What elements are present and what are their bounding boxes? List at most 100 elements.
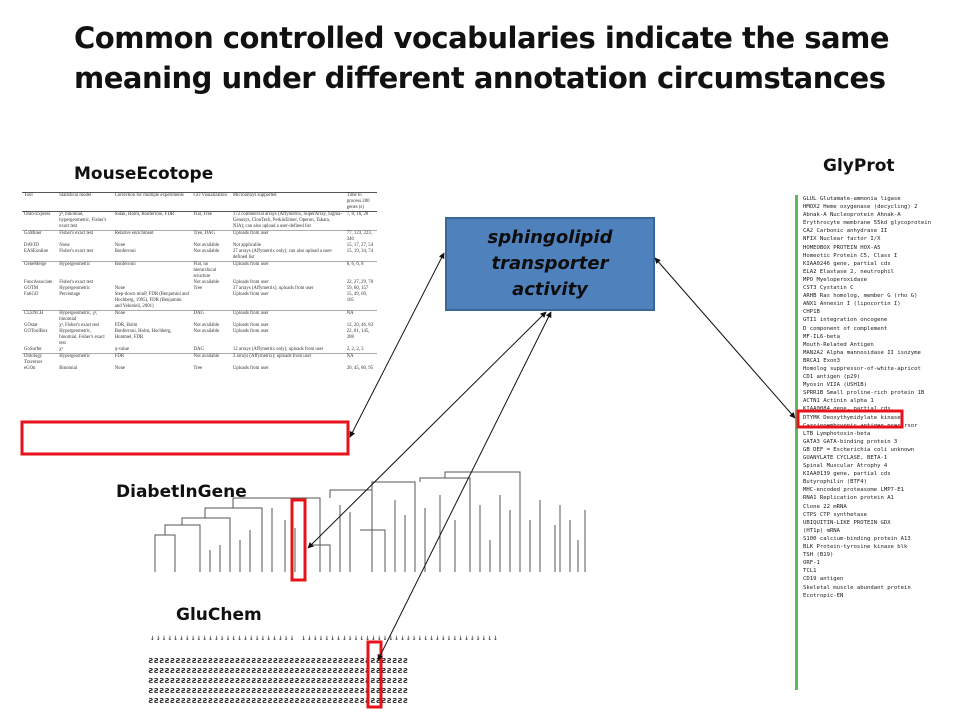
- svg-text:↓↓↓↓↓↓↓↓↓↓↓↓↓↓↓↓↓↓↓↓↓↓↓↓↓ ↓↓↓↓: ↓↓↓↓↓↓↓↓↓↓↓↓↓↓↓↓↓↓↓↓↓↓↓↓↓ ↓↓↓↓↓↓↓↓↓↓↓↓↓↓…: [150, 633, 499, 642]
- table-cell: Hypergeometric: [59, 286, 91, 291]
- list-item: CD1 antigen (p29): [803, 374, 861, 381]
- list-item: (HT1p) mRNA: [803, 527, 841, 534]
- table-header-cell: Microarrays supported: [230, 192, 345, 212]
- table-cell: Not available: [193, 280, 220, 285]
- table-cell: DAG: [193, 347, 204, 352]
- table-cell: 15, 17, 27, 54: [346, 243, 374, 248]
- table-cell: Tree, DAG: [191, 230, 231, 243]
- diabet-in-gene-label: DiabetInGene: [116, 482, 247, 502]
- table-cell: Not available: [193, 249, 220, 254]
- table-cell: Binomial: [59, 366, 78, 371]
- table-cell: Step-down minP, FDR (Benjamini and Hochb…: [114, 292, 189, 309]
- table-cell: GoMiner: [22, 230, 58, 243]
- table-cell: Fisher's exact test: [59, 280, 94, 285]
- table-cell: Not available: [193, 329, 220, 334]
- table-cell: Uploads from user: [230, 261, 345, 280]
- svg-text:ƨƨƨƨƨƨƨƨƨƨƨƨƨƨƨƨƨƨƨƨƨƨƨƨƨƨƨƨƨƨ: ƨƨƨƨƨƨƨƨƨƨƨƨƨƨƨƨƨƨƨƨƨƨƨƨƨƨƨƨƨƨƨƨƨƨƨƨƨƨƨƨ…: [148, 666, 408, 676]
- table-cell: GOTM: [24, 286, 39, 291]
- table-cell: EASEonline: [24, 249, 48, 254]
- table-cell: 27 arrays (Affymetrix only); can also up…: [232, 249, 333, 260]
- list-item: GUANYLATE CYCLASE, BETA-1: [803, 455, 888, 461]
- svg-text:ƨƨƨƨƨƨƨƨƨƨƨƨƨƨƨƨƨƨƨƨƨƨƨƨƨƨƨƨƨƨ: ƨƨƨƨƨƨƨƨƨƨƨƨƨƨƨƨƨƨƨƨƨƨƨƨƨƨƨƨƨƨƨƨƨƨƨƨƨƨƨƨ…: [148, 676, 408, 686]
- table-cell: DAG: [191, 310, 231, 323]
- list-item: Skeletal muscle abundant protein: [803, 584, 911, 591]
- table-cell: 6, 6, 6, 8: [344, 261, 377, 280]
- table-cell: GOToolBox: [24, 329, 48, 334]
- table-cell: Fisher's exact test: [59, 249, 94, 254]
- table-cell: GoSurfer: [24, 347, 42, 352]
- table-cell: FDR, Holm: [114, 323, 138, 328]
- list-item: Spinal Muscular Atrophy 4: [803, 463, 888, 470]
- table-row: FatiGO Percentage Step-down minP, FDR (Ben…: [22, 292, 377, 311]
- list-item: ELA2 Elastase 2, neutrophil: [803, 268, 894, 275]
- table-cell: Uploads from user: [230, 310, 345, 323]
- list-item: HOMEOBOX PROTEIN HOX-A5: [803, 244, 881, 251]
- gluchem-highlight-box: [366, 640, 383, 709]
- table-cell: 15, 19, 34, 74: [346, 249, 374, 254]
- table-cell: 22, 81, 145, 288: [346, 329, 370, 340]
- table-cell: 15, 49, 69, 105: [346, 292, 368, 303]
- gluchem-tree: ↓↓↓↓↓↓↓↓↓↓↓↓↓↓↓↓↓↓↓↓↓↓↓↓↓ ↓↓↓↓↓↓↓↓↓↓↓↓↓↓…: [148, 633, 499, 706]
- table-cell: FuncAssociate: [24, 280, 53, 285]
- table-cell: Flat, no hierarchical structure: [191, 261, 231, 280]
- list-item: DTYMK Deoxythymidylate kinase: [803, 414, 901, 421]
- list-item: MAN2A2 Alpha mannosidase II isozyme: [803, 349, 921, 356]
- list-item: GATA3 GATA-binding protein 3: [803, 438, 898, 445]
- table-cell: Bonferroni: [112, 261, 192, 280]
- table-cell: DAVID: [24, 243, 39, 248]
- list-item: Homolog suppressor-of-white-apricot: [803, 365, 921, 372]
- page-title: Common controlled vocabularies indicate …: [74, 21, 890, 95]
- table-header-cell: Correction for multiple experiments: [112, 192, 192, 212]
- svg-text:ƨƨƨƨƨƨƨƨƨƨƨƨƨƨƨƨƨƨƨƨƨƨƨƨƨƨƨƨƨƨ: ƨƨƨƨƨƨƨƨƨƨƨƨƨƨƨƨƨƨƨƨƨƨƨƨƨƨƨƨƨƨƨƨƨƨƨƨƨƨƨƨ…: [148, 686, 408, 696]
- svg-text:ƨƨƨƨƨƨƨƨƨƨƨƨƨƨƨƨƨƨƨƨƨƨƨƨƨƨƨƨƨƨ: ƨƨƨƨƨƨƨƨƨƨƨƨƨƨƨƨƨƨƨƨƨƨƨƨƨƨƨƨƨƨƨƨƨƨƨƨƨƨƨƨ…: [148, 696, 408, 706]
- table-cell: None: [114, 366, 126, 371]
- table-cell: [192, 292, 231, 311]
- list-item: KIAA0084 gene, partial cds: [803, 406, 891, 413]
- table-cell: Onto-Express: [24, 212, 51, 217]
- list-item: LTB Lymphotoxin-beta: [803, 430, 871, 437]
- table-cell: 3 arrays (Affymetrix); uploads from user: [230, 353, 345, 366]
- list-item: KIAA0139 gene, partial cds: [803, 471, 891, 478]
- mouse-ecotope-label: MouseEcotope: [74, 164, 214, 184]
- list-item: MF-IL6-beta: [803, 333, 841, 340]
- list-item: Ecotropic-EN: [803, 592, 844, 599]
- table-header-cell: GO Visualization: [191, 192, 231, 212]
- table-cell: 7, 8, 16, 28: [346, 212, 369, 217]
- list-item: GLUL Glutamate-ammonia ligase: [803, 196, 901, 202]
- list-item: CA2 Carbonic anhydrase II: [803, 228, 888, 235]
- table-cell: NA: [344, 353, 377, 366]
- table-cell: 172 commercial arrays (Affymetrix, Super…: [232, 212, 342, 229]
- concept-box: sphingolipid transporter activity: [445, 217, 655, 311]
- list-item: Clone 22 mRNA: [803, 503, 847, 510]
- list-item: TCL1: [803, 568, 817, 575]
- list-item: MHC-encoded proteasome LMP7-E1: [803, 487, 905, 494]
- table-cell: GeneMerge: [22, 261, 58, 280]
- table-cell: Relative enrichment: [112, 230, 192, 243]
- table-cell: Not available: [191, 353, 231, 366]
- table-cell: Hypergeometric, binomial, Fisher's exact…: [59, 329, 105, 346]
- diabet-highlight-box: [290, 498, 307, 582]
- table-cell: Percentage: [59, 292, 81, 297]
- table-cell: χ², Fisher's exact test: [59, 323, 100, 328]
- table-cell: GOstat: [24, 323, 38, 328]
- table-cell: 20, 45, 80, 95: [346, 366, 374, 371]
- list-item: MPO Myeloperoxidase: [803, 276, 867, 283]
- table-header-cell: Tool: [22, 192, 58, 212]
- list-item: ACTN1 Actinin alpha 1: [803, 398, 874, 405]
- table-cell: Not available: [193, 323, 220, 328]
- list-item: Butyrophilin (BTF4): [803, 479, 867, 486]
- list-item: UBIQUITIN-LIKE PROTEIN GDX: [803, 519, 891, 526]
- table-cell: NA: [344, 310, 377, 323]
- table-cell: FatiGO: [24, 292, 39, 297]
- table-cell: Uploads from user: [232, 280, 269, 285]
- list-item: CTPS CTP synthetase: [803, 511, 867, 518]
